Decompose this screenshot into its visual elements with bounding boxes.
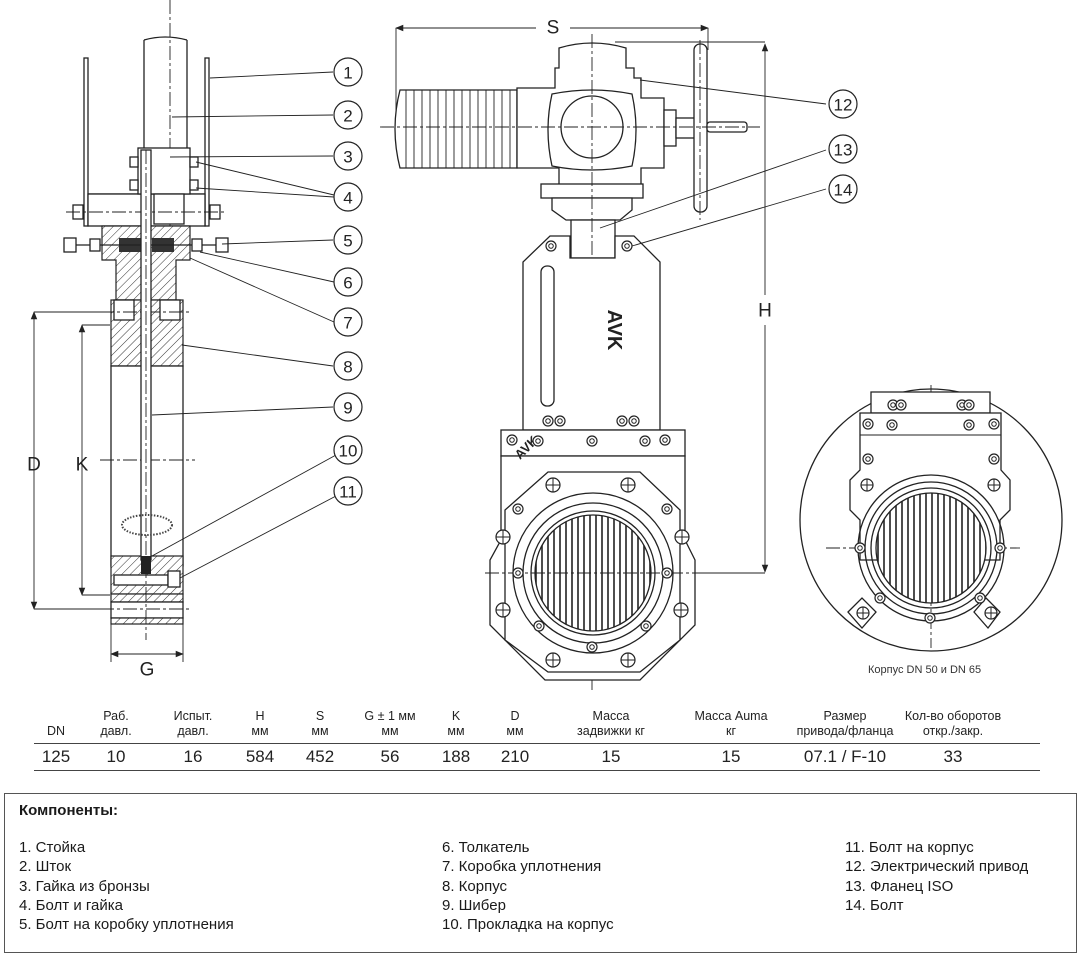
callout-label: 12 <box>834 96 853 115</box>
component-item: 10. Прокладка на корпус <box>442 916 614 934</box>
dimension-label-k: K <box>76 455 89 476</box>
component-item: 7. Коробка уплотнения <box>442 858 602 876</box>
cell-auma-mass: 15 <box>721 747 741 766</box>
callout-1: 1 <box>333 57 363 87</box>
column-header-s: S мм <box>311 709 329 738</box>
callout-label: 6 <box>343 274 352 293</box>
valve-technical-drawing: D K G S <box>27 0 1063 690</box>
callout-2: 2 <box>333 100 363 130</box>
components-title: Компоненты: <box>19 802 119 819</box>
column-header-g: G ± 1 мм мм <box>364 709 416 738</box>
front-view: S H AVK <box>380 18 827 690</box>
detail-view-dn50-dn65 <box>799 385 1063 652</box>
callout-label: 5 <box>343 232 352 251</box>
table-row: 125 10 16 584 452 56 188 210 15 15 07.1 / F-10 33 <box>34 744 1040 771</box>
cell-work-pressure: 10 <box>106 747 126 766</box>
callout-11: 11 <box>333 476 363 506</box>
callout-5: 5 <box>333 225 363 255</box>
callout-label: 1 <box>343 64 352 83</box>
component-item: 12. Электрический привод <box>845 858 1029 876</box>
callout-label: 8 <box>343 358 352 377</box>
component-item: 6. Толкатель <box>442 839 530 856</box>
cell-valve-mass: 15 <box>601 747 621 766</box>
callout-7: 7 <box>333 307 363 337</box>
dimension-label-s: S <box>547 18 560 39</box>
callout-4: 4 <box>333 182 363 212</box>
component-item: 1. Стойка <box>19 839 86 856</box>
cell-turns: 33 <box>943 747 963 766</box>
callout-label: 2 <box>343 107 352 126</box>
callout-8: 8 <box>333 351 363 381</box>
callout-3: 3 <box>333 141 363 171</box>
dimension-label-h: H <box>758 301 772 322</box>
column-header-auma-mass: Масса Auma кг <box>694 709 768 738</box>
cell-g: 56 <box>380 747 400 766</box>
column-header-test-pressure: Испыт. давл. <box>173 709 213 738</box>
column-header-h: H мм <box>251 709 269 738</box>
spec-table: DN Раб. давл. Испыт. давл. H мм S мм G ± 1 мм… <box>34 697 1040 771</box>
cell-s: 452 <box>305 747 335 766</box>
component-item: 11. Болт на корпус <box>845 839 974 856</box>
column-header-turns: Кол-во оборотов откр./закр. <box>904 709 1002 738</box>
callout-9: 9 <box>333 392 363 422</box>
callout-label: 9 <box>343 399 352 418</box>
svg-text:AVK: AVK <box>603 310 625 351</box>
column-header-dn: DN <box>46 724 66 738</box>
callout-label: 7 <box>343 314 352 333</box>
callout-12: 12 <box>828 89 858 119</box>
callout-label: 10 <box>339 442 358 461</box>
column-header-actuator-flange: Размер привода/фланца <box>796 709 894 738</box>
section-view: D K G <box>27 0 337 681</box>
component-item: 5. Болт на коробку уплотнения <box>19 916 234 934</box>
dimension-label-g: G <box>140 660 155 681</box>
component-item: 8. Корпус <box>442 877 508 895</box>
callout-10: 10 <box>333 435 363 465</box>
cell-k: 188 <box>441 747 471 766</box>
component-item: 3. Гайка из бронзы <box>19 877 150 895</box>
cell-dn: 125 <box>41 747 71 766</box>
callout-label: 4 <box>343 189 352 208</box>
cell-test-pressure: 16 <box>183 747 203 766</box>
callout-label: 13 <box>834 141 853 160</box>
component-item: 2. Шток <box>19 858 72 876</box>
cell-h: 584 <box>245 747 275 766</box>
column-header-valve-mass: Масса задвижки кг <box>577 709 645 738</box>
component-item: 13. Фланец ISO <box>845 877 954 895</box>
column-header-k: K мм <box>447 709 465 738</box>
components-column-3: 11. Болт на корпус 12. Электрический прив… <box>845 838 1028 915</box>
spec-table-header: DN Раб. давл. Испыт. давл. H мм S мм G ± 1 мм… <box>34 697 1040 744</box>
column-header-work-pressure: Раб. давл. <box>100 709 132 738</box>
component-item: 14. Болт <box>845 896 904 914</box>
detail-caption: Корпус DN 50 и DN 65 <box>868 664 982 676</box>
component-item: 4. Болт и гайка <box>19 896 123 914</box>
callout-label: 11 <box>339 483 357 502</box>
callout-label: 3 <box>343 148 352 167</box>
dimension-label-d: D <box>27 455 41 476</box>
column-header-d: D мм <box>506 709 524 738</box>
callout-label: 14 <box>834 181 853 200</box>
cell-d: 210 <box>500 747 530 766</box>
callout-6: 6 <box>333 267 363 297</box>
cell-actuator-flange: 07.1 / F-10 <box>803 747 887 766</box>
avk-logo-icon: AVK <box>603 310 625 351</box>
callout-13: 13 <box>828 134 858 164</box>
component-item: 9. Шибер <box>442 896 506 914</box>
callout-14: 14 <box>828 174 858 204</box>
